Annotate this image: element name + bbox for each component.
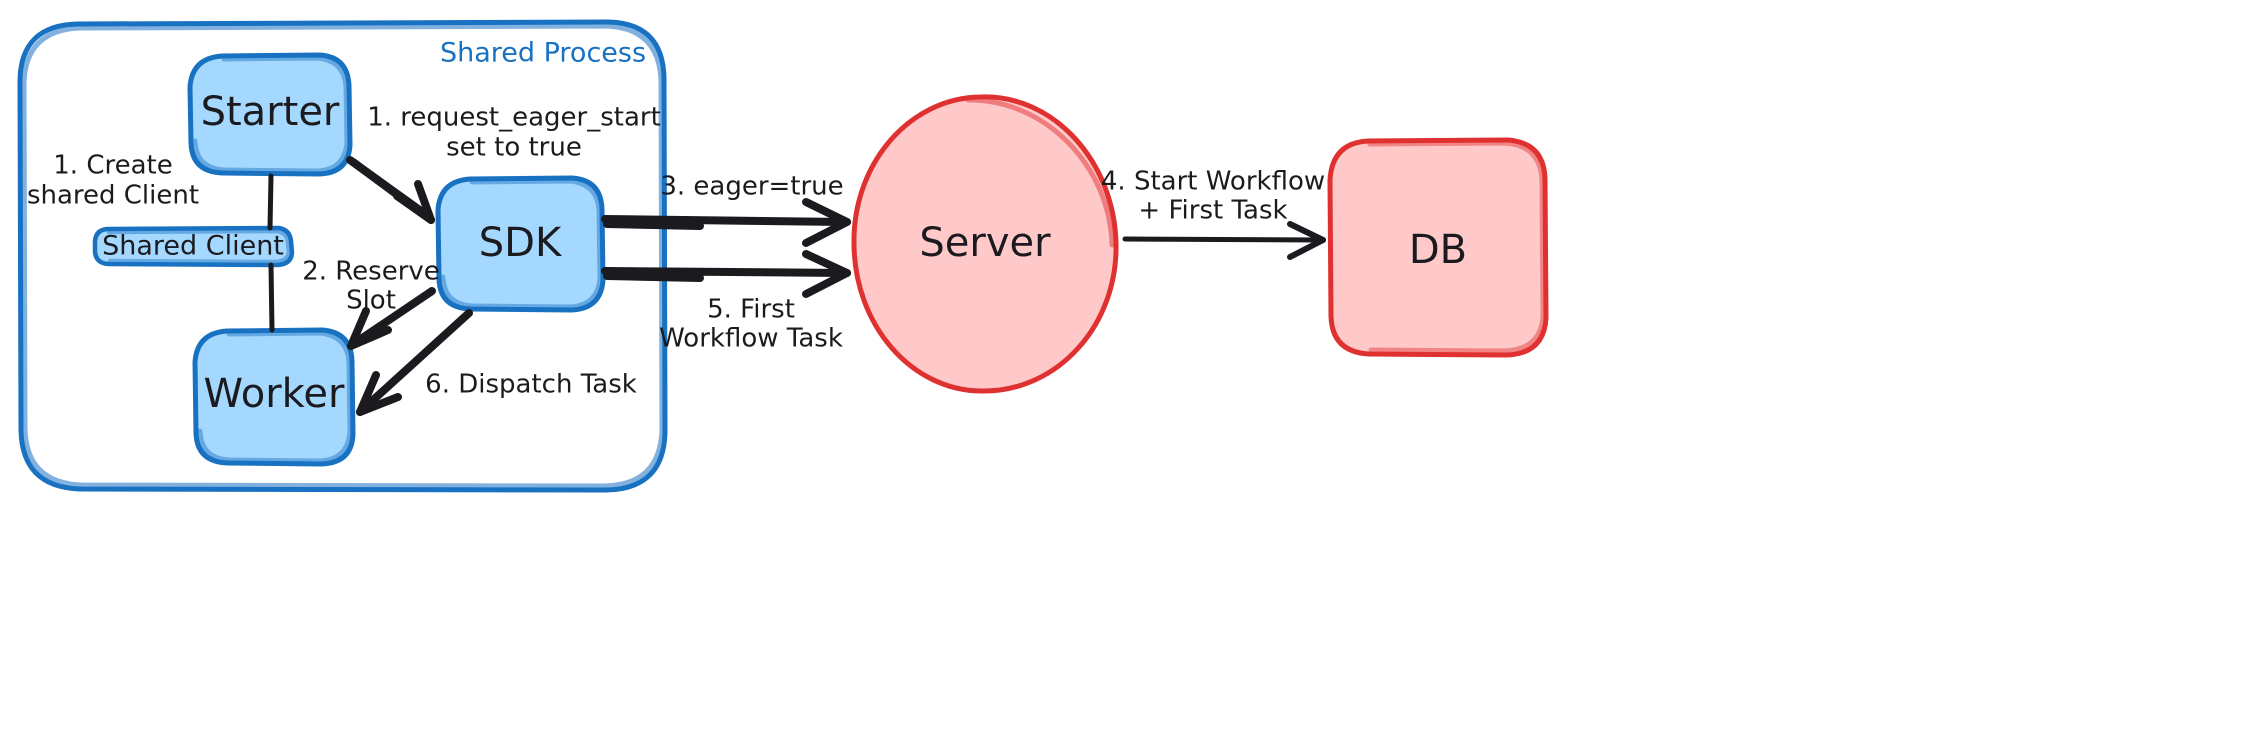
edge-label-reserve-slot-line2: Slot bbox=[346, 286, 396, 316]
arrow-sdk-to-worker-dispatch bbox=[356, 309, 473, 416]
edge-label-dispatch-task-text: 6. Dispatch Task bbox=[425, 370, 637, 400]
edge-label-create-shared-client-line2: shared Client bbox=[27, 181, 199, 211]
connector-starter-sharedclient-worker bbox=[267, 173, 275, 333]
edge-label-request-eager-start: 1. request_eager_start set to true bbox=[367, 103, 661, 163]
node-server[interactable]: Server bbox=[851, 94, 1119, 394]
edge-label-first-workflow-task-line1: 5. First bbox=[707, 295, 795, 325]
edge-label-eager-true: 3. eager=true bbox=[660, 172, 843, 202]
node-server-label: Server bbox=[919, 220, 1051, 266]
edge-label-start-workflow: 4. Start Workflow + First Task bbox=[1101, 167, 1325, 226]
shared-process-container: Shared Process bbox=[17, 19, 668, 493]
edge-label-reserve-slot-line1: 2. Reserve bbox=[302, 257, 440, 287]
edge-label-create-shared-client-line1: 1. Create bbox=[53, 151, 172, 181]
shared-process-title: Shared Process bbox=[440, 38, 646, 69]
edge-label-request-eager-start-line1: 1. request_eager_start bbox=[367, 103, 661, 133]
node-starter[interactable]: Starter bbox=[187, 52, 353, 177]
node-shared-client[interactable]: Shared Client bbox=[92, 225, 295, 268]
edge-label-eager-true-text: 3. eager=true bbox=[660, 172, 843, 202]
edge-label-create-shared-client: 1. Create shared Client bbox=[27, 151, 199, 211]
node-worker[interactable]: Worker bbox=[192, 327, 356, 467]
edge-label-start-workflow-line2: + First Task bbox=[1138, 196, 1287, 226]
node-shared-client-label: Shared Client bbox=[102, 231, 284, 262]
edge-label-start-workflow-line1: 4. Start Workflow bbox=[1101, 167, 1325, 197]
node-sdk-label: SDK bbox=[479, 220, 563, 266]
edge-label-request-eager-start-line2: set to true bbox=[446, 133, 582, 163]
node-sdk[interactable]: SDK bbox=[435, 175, 606, 313]
node-starter-label: Starter bbox=[201, 89, 340, 135]
edge-label-reserve-slot: 2. Reserve Slot bbox=[302, 257, 440, 316]
edge-label-first-workflow-task-line2: Workflow Task bbox=[659, 324, 843, 354]
edge-label-first-workflow-task: 5. First Workflow Task bbox=[659, 295, 843, 354]
node-db[interactable]: DB bbox=[1327, 137, 1549, 358]
arrow-sdk-to-server-eager bbox=[601, 198, 851, 247]
node-db-label: DB bbox=[1409, 227, 1467, 273]
arrow-sdk-to-worker-reserve bbox=[347, 287, 436, 350]
arrow-server-to-db bbox=[1122, 221, 1326, 260]
arrow-starter-to-sdk bbox=[346, 156, 435, 224]
node-worker-label: Worker bbox=[204, 371, 345, 417]
arrow-sdk-to-server-firsttask bbox=[601, 250, 851, 298]
edge-label-dispatch-task: 6. Dispatch Task bbox=[425, 370, 637, 400]
